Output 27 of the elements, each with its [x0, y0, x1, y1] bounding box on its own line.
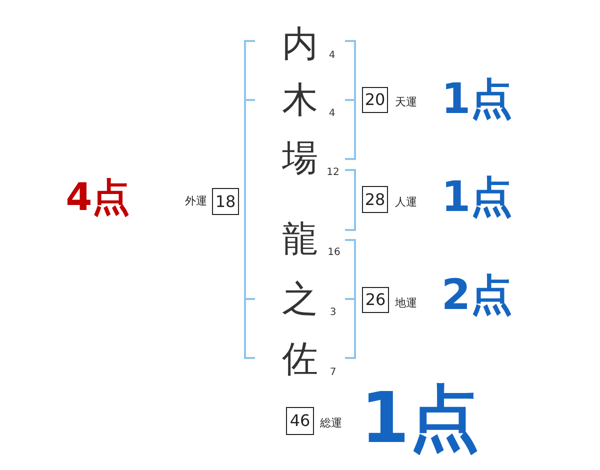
- stroke-count: 4: [328, 51, 336, 61]
- fortune-label: 人運: [395, 196, 417, 208]
- name-character: 佐: [282, 342, 318, 378]
- score-text: 2点: [441, 274, 513, 316]
- stroke-count: 4: [328, 109, 336, 119]
- stroke-count: 12: [326, 168, 340, 178]
- number-box: 28: [362, 186, 388, 213]
- score-text: 1点: [441, 176, 513, 218]
- name-character: 木: [282, 83, 318, 119]
- name-character: 之: [282, 282, 318, 318]
- stroke-count: 3: [330, 308, 336, 318]
- stroke-count: 7: [330, 368, 336, 378]
- fortune-label: 外運: [185, 196, 207, 206]
- number-box: 18: [212, 188, 239, 215]
- fortune-label: 天運: [395, 96, 417, 108]
- number-box: 26: [362, 287, 389, 313]
- score-text: 4点: [66, 178, 130, 216]
- fortune-label: 地運: [395, 298, 417, 308]
- score-text: 1点: [441, 78, 513, 120]
- fortune-label: 総運: [320, 418, 342, 428]
- name-character: 場: [282, 141, 318, 177]
- name-character: 内: [282, 27, 318, 63]
- number-box: 20: [362, 87, 388, 113]
- number-box: 46: [286, 407, 314, 435]
- name-character: 龍: [282, 222, 318, 258]
- score-text: 1点: [360, 383, 480, 453]
- stroke-count: 16: [328, 248, 340, 258]
